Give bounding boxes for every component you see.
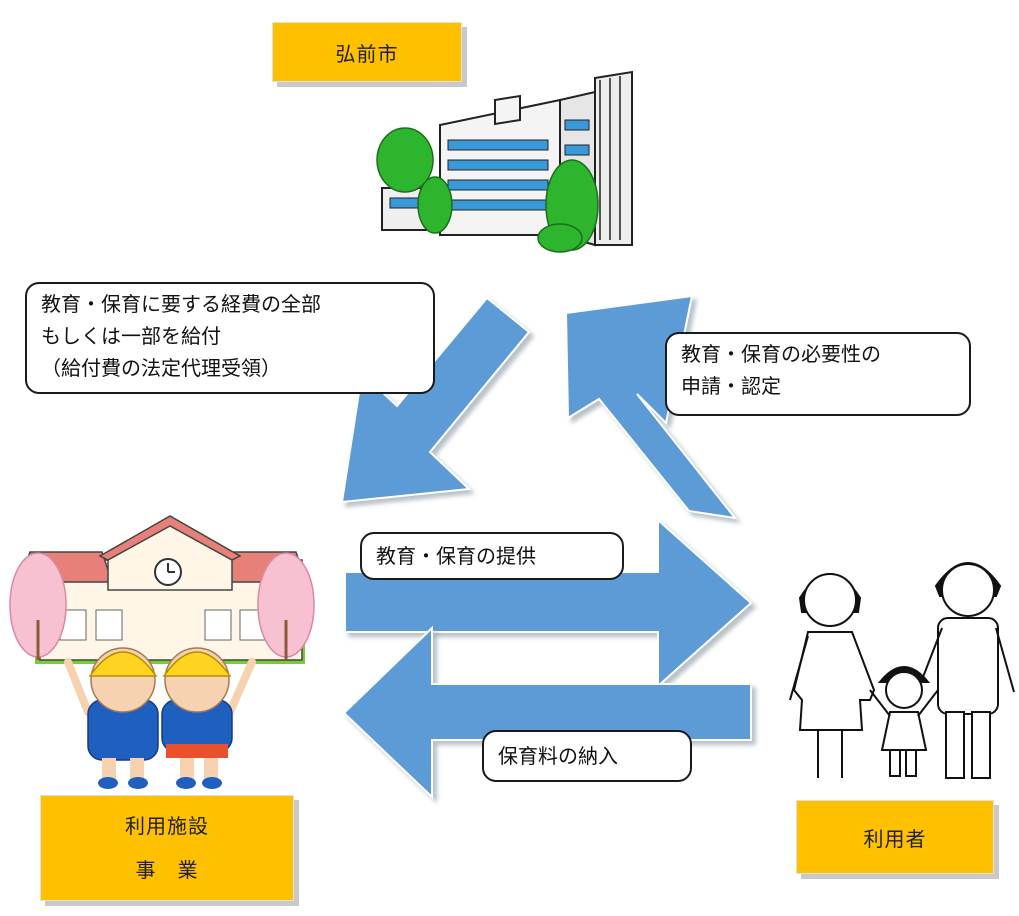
provision-callout: 教育・保育の提供 bbox=[360, 532, 624, 580]
user-label: 利用者 bbox=[863, 826, 927, 851]
child-right-icon bbox=[161, 647, 256, 789]
payment-label: 保育料の納入 bbox=[498, 744, 618, 768]
child-icon bbox=[869, 666, 939, 777]
application-callout: 教育・保育の必要性の 申請・認定 bbox=[665, 332, 971, 416]
city-hall-building-icon bbox=[376, 70, 633, 253]
benefit-line1: 教育・保育に要する経費の全部 bbox=[41, 292, 321, 316]
father-icon bbox=[917, 562, 1015, 779]
payment-callout: 保育料の納入 bbox=[482, 730, 692, 782]
facility-label-line2: 事 業 bbox=[135, 858, 199, 882]
benefit-callout: 教育・保育に要する経費の全部 もしくは一部を給付 （給付費の法定代理受領） bbox=[25, 282, 435, 394]
mother-icon bbox=[789, 573, 876, 778]
application-line2: 申請・認定 bbox=[681, 374, 781, 398]
provision-label: 教育・保育の提供 bbox=[376, 544, 536, 568]
benefit-line3: （給付費の法定代理受領） bbox=[41, 356, 281, 380]
funding-arrow bbox=[340, 296, 531, 504]
application-line1: 教育・保育の必要性の bbox=[681, 342, 881, 366]
benefit-line2: もしくは一部を給付 bbox=[41, 324, 221, 348]
kindergarten-icon bbox=[9, 515, 315, 789]
facility-label-line1: 利用施設 bbox=[125, 814, 209, 838]
family-icon bbox=[789, 562, 1015, 779]
user-label-box: 利用者 bbox=[796, 800, 994, 874]
cherry-blossom-tree-icon bbox=[9, 552, 315, 660]
facility-label-box: 利用施設 事 業 bbox=[40, 795, 294, 901]
payment-arrow bbox=[342, 625, 752, 800]
city-label-box: 弘前市 bbox=[272, 22, 462, 82]
child-left-icon bbox=[64, 647, 159, 789]
city-label: 弘前市 bbox=[335, 41, 399, 66]
provision-arrow bbox=[344, 517, 753, 689]
